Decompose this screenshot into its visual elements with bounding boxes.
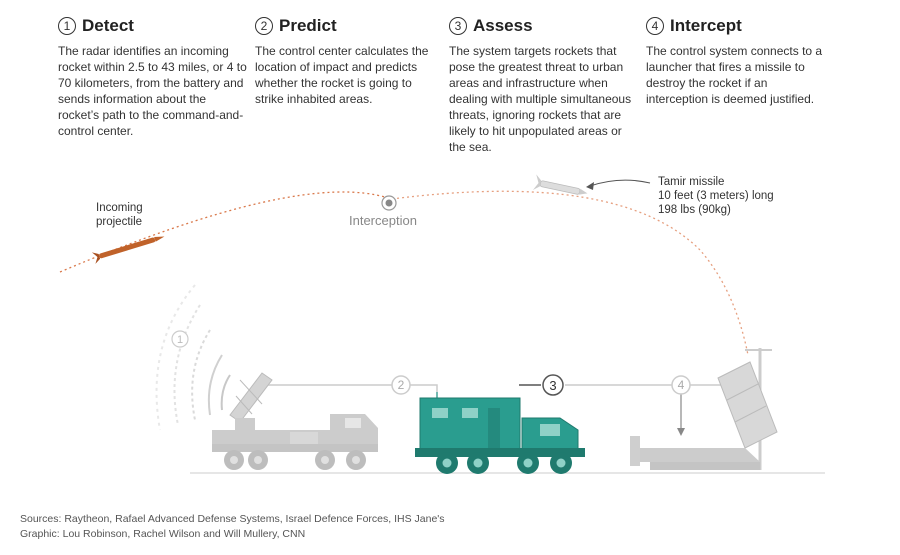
tamir-length: 10 feet (3 meters) long: [658, 190, 774, 202]
interception-label: Interception: [349, 213, 417, 228]
marker-2-label: 2: [398, 378, 405, 392]
step-assess: 3 Assess The system targets rockets that…: [449, 14, 634, 155]
incoming-projectile-icon: [91, 236, 165, 264]
tamir-missile-icon: [532, 174, 588, 195]
marker-4: 4: [671, 375, 691, 395]
marker-2: 2: [391, 375, 411, 395]
tamir-name: Tamir missile: [658, 176, 725, 188]
step-number: 3: [449, 17, 467, 35]
tamir-weight: 198 lbs (90kg): [658, 204, 731, 216]
marker-1-label: 1: [177, 334, 183, 346]
marker-3-label: 3: [549, 378, 556, 393]
step-title: Assess: [473, 16, 533, 35]
marker-1: 1: [171, 330, 189, 348]
marker-4-label: 4: [678, 378, 685, 392]
radar-waves: [155, 284, 231, 431]
tamir-missile-label: Tamir missile 10 feet (3 meters) long 19…: [658, 175, 818, 217]
sources-line: Sources: Raytheon, Rafael Advanced Defen…: [20, 513, 445, 525]
graphic-credit-line: Graphic: Lou Robinson, Rachel Wilson and…: [20, 528, 306, 540]
launcher-icon: [630, 348, 778, 470]
step-detect: 1 Detect The radar identifies an incomin…: [58, 14, 248, 139]
step-description: The system targets rockets that pose the…: [449, 44, 632, 154]
step-title: Intercept: [670, 16, 742, 35]
step-number: 1: [58, 17, 76, 35]
control-center-truck-icon: [415, 397, 585, 474]
step-intercept: 4 Intercept The control system connects …: [646, 14, 826, 107]
footer-credits: Sources: Raytheon, Rafael Advanced Defen…: [20, 512, 445, 542]
step-description: The control system connects to a launche…: [646, 44, 823, 106]
step-number: 4: [646, 17, 664, 35]
interceptor-trajectory: [391, 190, 749, 356]
marker-3: 3: [542, 374, 564, 396]
step-number: 2: [255, 17, 273, 35]
interception-point-icon: [381, 195, 397, 211]
incoming-projectile-label: Incoming projectile: [96, 202, 143, 228]
step-description: The control center calculates the locati…: [255, 44, 429, 106]
step-title: Predict: [279, 16, 337, 35]
step-description: The radar identifies an incoming rocket …: [58, 44, 247, 138]
radar-truck-icon: [212, 372, 378, 470]
step-predict: 2 Predict The control center calculates …: [255, 14, 435, 107]
step-title: Detect: [82, 16, 134, 35]
tamir-pointer-line: [589, 179, 651, 187]
